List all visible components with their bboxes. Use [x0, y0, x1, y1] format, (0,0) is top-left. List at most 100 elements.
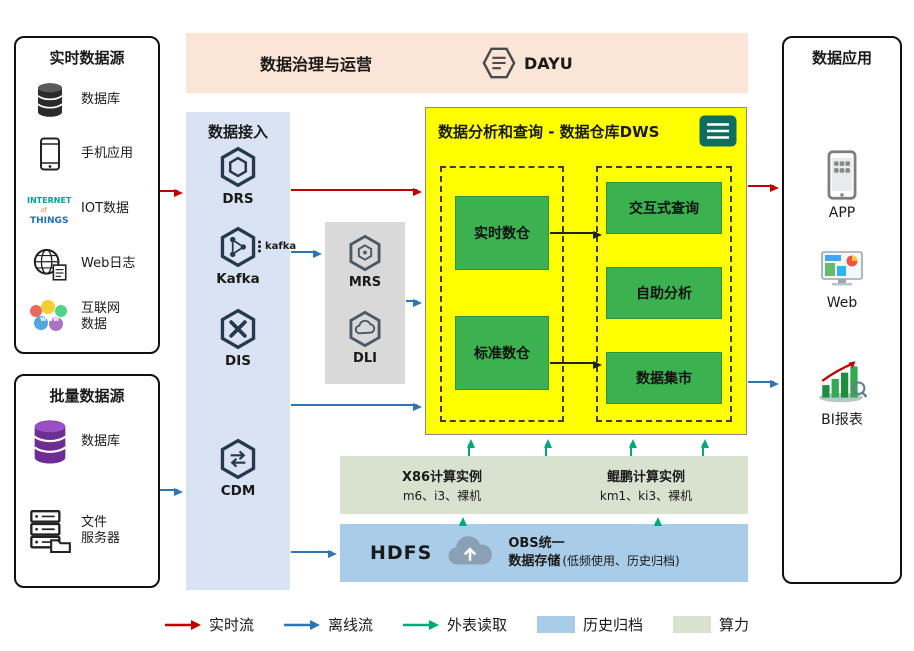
module-label: 数据集市: [636, 371, 692, 387]
realtime-sources-title: 实时数据源: [49, 49, 125, 67]
source-item-web-log: Web日志: [26, 240, 154, 288]
arrow-realtime-sources-to-ingestion: [160, 189, 183, 197]
app-item-app: APP: [784, 150, 900, 221]
legend-external-arrow-icon: [402, 619, 439, 630]
arrow-standard-dw-to-mart: [550, 361, 602, 369]
app-item-label: APP: [828, 205, 856, 221]
source-item-label: 互联网 数据: [81, 300, 121, 332]
source-item-database: 数据库: [26, 76, 154, 124]
service-name: Kafka: [216, 271, 260, 287]
source-item-database-batch: 数据库: [26, 414, 154, 470]
ingestion-panel: 数据接入 DRS kafka Kafka: [186, 112, 296, 590]
module-realtime-warehouse: 实时数仓: [455, 196, 549, 270]
arrow-compute-to-dws-2: [544, 439, 552, 456]
legend-realtime-arrow-icon: [164, 619, 201, 630]
legend-offline-arrow-icon: [283, 619, 320, 630]
kafka-wordmark-icon: [258, 240, 261, 253]
kafka-wordmark: kafka: [256, 240, 296, 253]
obs-block: OBS统一 数据存储 (低频使用、历史归档): [508, 535, 679, 570]
legend-item-realtime: 实时流: [164, 614, 254, 635]
mrs-icon: [349, 234, 381, 272]
compute-kunpeng: 鲲鹏计算实例 km1、ki3、裸机: [544, 456, 748, 514]
compute-x86: X86计算实例 m6、i3、裸机: [340, 456, 544, 514]
legend-archive-swatch: [537, 616, 575, 633]
svg-text:of: of: [41, 207, 48, 214]
legend-offline-label: 离线流: [327, 616, 373, 634]
arrow-compute-to-dws-1: [467, 439, 475, 456]
governance-title: 数据治理与运营: [260, 55, 373, 74]
module-label: 自助分析: [636, 286, 692, 302]
bi-report-icon: [819, 361, 868, 403]
service-cdm: CDM: [186, 438, 290, 499]
app-phone-icon: [827, 150, 857, 200]
source-item-iot: INTERNET of THINGS IOT数据: [26, 185, 154, 233]
hdfs-label: HDFS: [370, 542, 433, 564]
module-label: 交互式查询: [629, 201, 699, 217]
svg-text:INTERNET: INTERNET: [27, 196, 72, 205]
arrow-drs-to-dws: [291, 188, 422, 196]
app-item-label: Web: [826, 295, 858, 311]
arrow-compute-to-dws-3: [629, 439, 637, 456]
internet-data-icon: www: [26, 299, 74, 335]
dli-icon: [349, 310, 381, 348]
batch-sources-title: 批量数据源: [49, 387, 125, 405]
applications-panel: 数据应用 APP: [782, 36, 902, 584]
database-icon: [26, 82, 74, 118]
module-self-service-analysis: 自助分析: [606, 267, 722, 319]
legend-archive-label: 历史归档: [583, 616, 644, 634]
app-item-label: BI报表: [821, 412, 863, 428]
module-label: 实时数仓: [474, 226, 530, 242]
arrow-batch-sources-to-ingestion: [160, 488, 183, 496]
web-dashboard-icon: [821, 251, 863, 286]
legend-item-compute: 算力: [673, 614, 749, 635]
dws-warehouse-group: [440, 166, 564, 422]
drs-icon: [220, 146, 256, 188]
dayu-logo: DAYU: [480, 46, 573, 80]
legend-realtime-label: 实时流: [208, 616, 254, 634]
arrow-realtime-dw-to-query: [550, 231, 602, 239]
service-mrs: MRS: [325, 234, 405, 290]
dws-service-group: [596, 166, 732, 422]
kafka-icon: [220, 226, 256, 268]
legend-external-label: 外表读取: [446, 616, 507, 634]
source-item-label: Web日志: [81, 255, 136, 271]
source-item-label: 手机应用: [81, 145, 134, 161]
obs-line2: 数据存储: [508, 554, 561, 569]
arrow-cdm-to-hdfs: [291, 550, 337, 558]
service-name: DIS: [225, 353, 251, 369]
dws-panel: 数据分析和查询 - 数据仓库DWS 实时数仓 标准数仓 交互式查询 自助分析 数…: [425, 107, 747, 435]
dayu-label: DAYU: [524, 53, 573, 73]
dis-icon: [220, 308, 256, 350]
dws-title: 数据分析和查询 - 数据仓库DWS: [438, 122, 660, 141]
service-name: CDM: [220, 483, 256, 499]
web-log-icon: [26, 247, 74, 281]
governance-banner: 数据治理与运营 DAYU: [186, 33, 748, 93]
obs-line1: OBS统一: [508, 536, 565, 552]
module-label: 标准数仓: [474, 346, 530, 362]
source-item-label: IOT数据: [81, 200, 130, 216]
compute-x86-title: X86计算实例: [401, 470, 483, 485]
iot-icon: INTERNET of THINGS: [26, 192, 74, 226]
service-drs: DRS: [186, 146, 290, 207]
compute-kunpeng-title: 鲲鹏计算实例: [606, 470, 685, 485]
compute-panel: X86计算实例 m6、i3、裸机 鲲鹏计算实例 km1、ki3、裸机: [340, 456, 748, 514]
source-item-file-server: 文件 服务器: [26, 500, 154, 562]
app-item-bi: BI报表: [784, 360, 900, 429]
source-item-label: 文件 服务器: [81, 514, 121, 546]
storage-panel: HDFS OBS统一 数据存储 (低频使用、历史归档): [340, 524, 748, 582]
batch-sources-panel: 批量数据源 数据库: [14, 374, 160, 588]
arrow-storage-to-compute-2: [654, 517, 662, 526]
arrow-kafka-to-mrs: [291, 250, 322, 258]
file-server-icon: [26, 508, 74, 554]
module-data-mart: 数据集市: [606, 352, 722, 404]
obs-cloud-icon: [448, 536, 493, 565]
dws-titlebar: 数据分析和查询 - 数据仓库DWS: [438, 114, 738, 148]
dws-icon: [699, 115, 737, 147]
svg-text:THINGS: THINGS: [30, 216, 68, 226]
middleware-panel: MRS DLI: [325, 222, 405, 384]
arrow-storage-to-compute-1: [459, 517, 467, 526]
ingestion-title: 数据接入: [207, 123, 268, 141]
app-item-web: Web: [784, 250, 900, 311]
module-interactive-query: 交互式查询: [606, 182, 722, 234]
